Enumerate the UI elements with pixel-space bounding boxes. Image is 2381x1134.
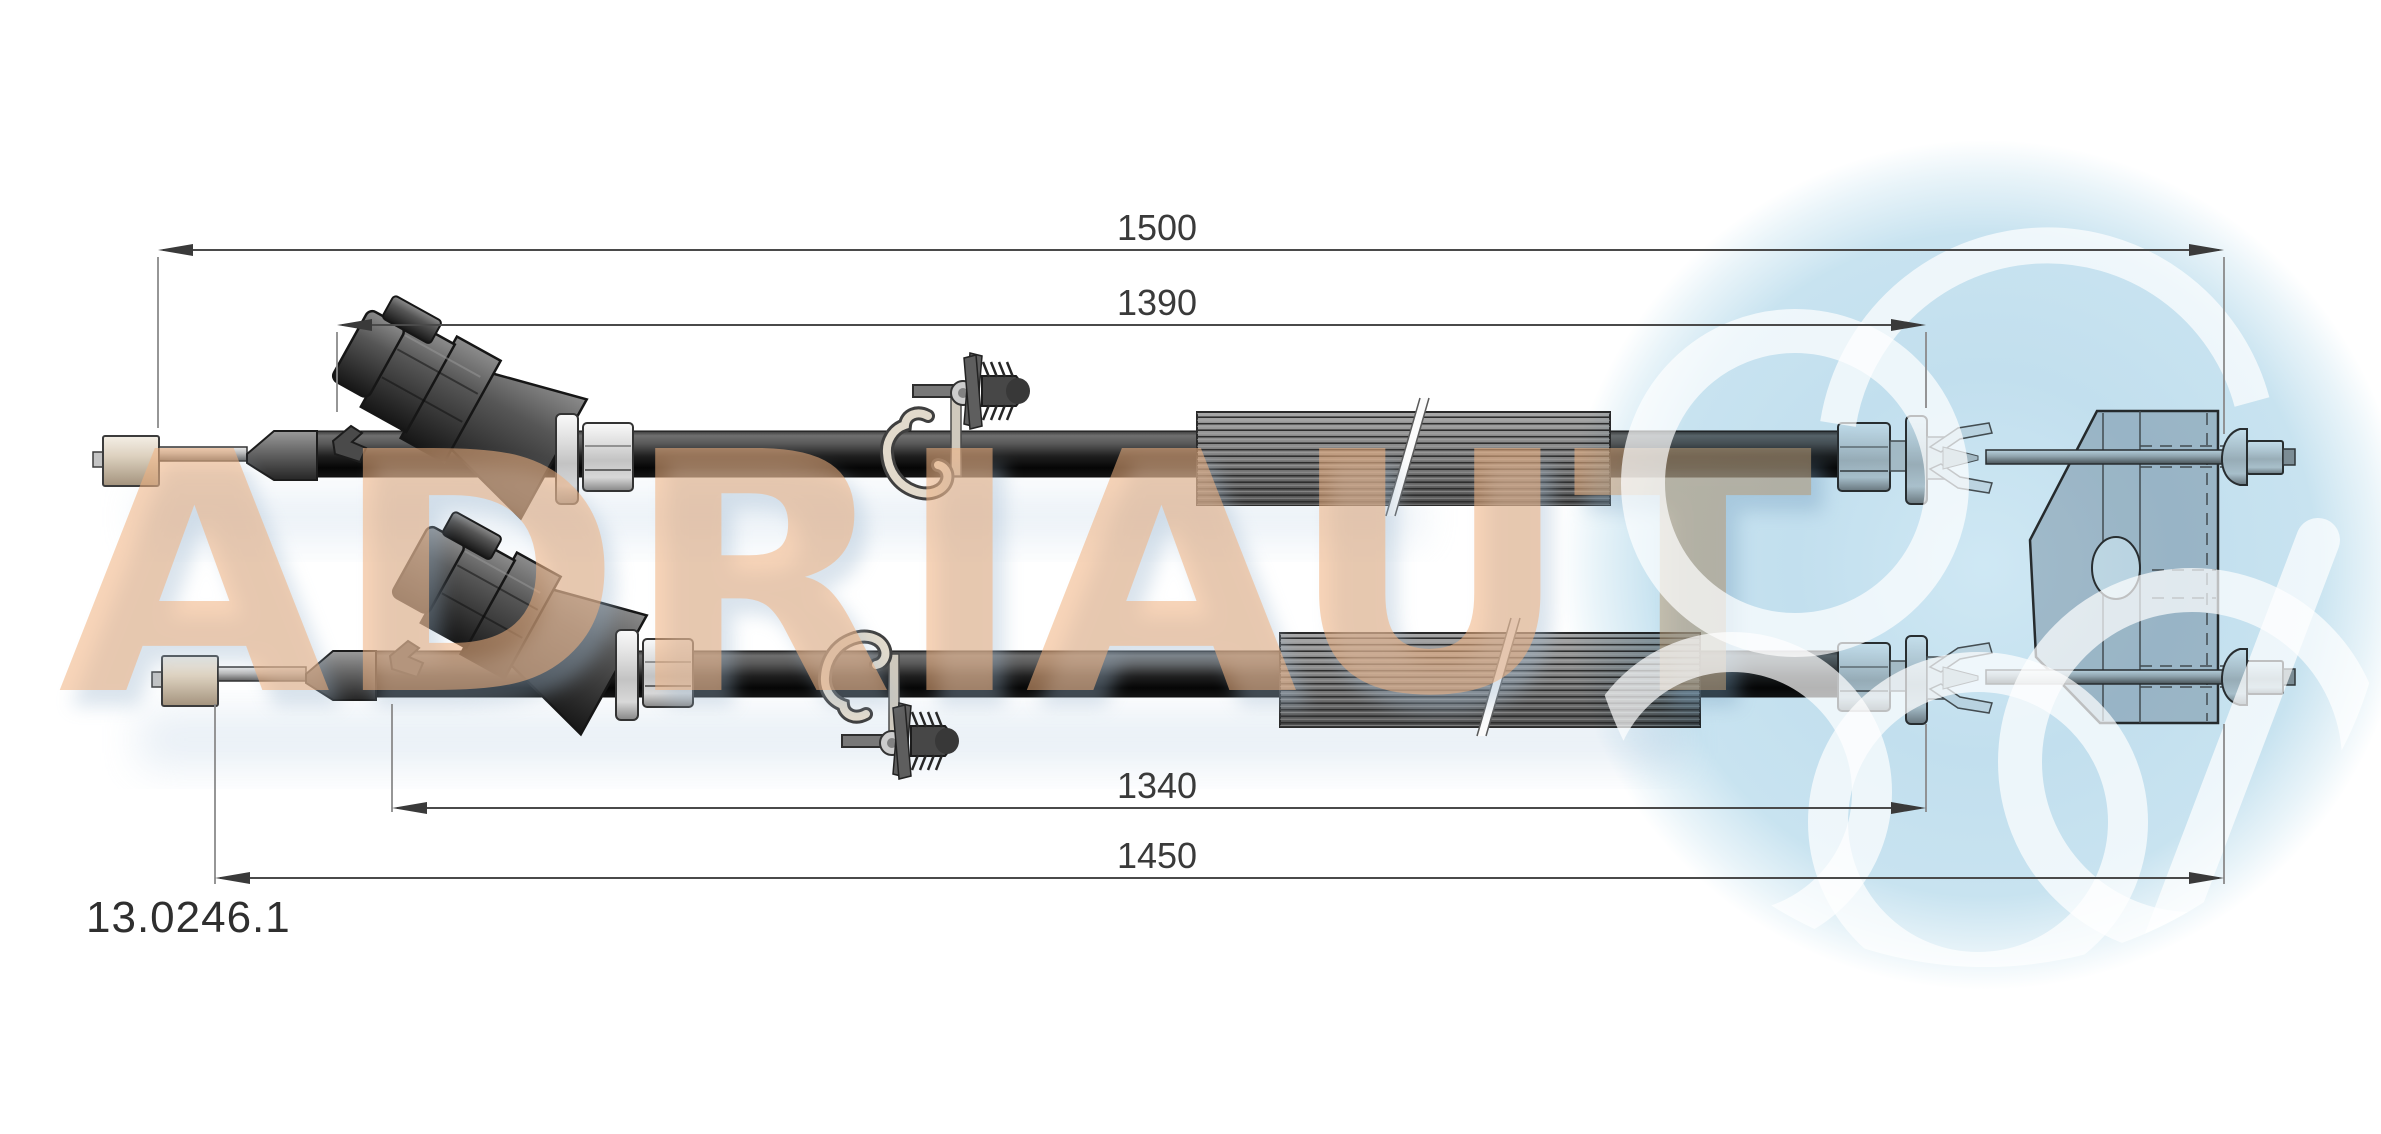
logo-arc-icon [1820,227,2270,427]
logo-tail-icon [2128,518,2340,967]
dimension-label-lower-inner: 1340 [1117,765,1197,806]
logo-ring-icon [1621,309,1969,657]
dimension-arrows [158,244,2224,884]
dimension-label-upper-inner: 1390 [1117,282,1197,323]
brand-watermark-text: ADRIAUT [58,383,1815,769]
upper-corrugated-sleeve [1196,397,1611,517]
dimension-label-lower-total: 1450 [1117,835,1197,876]
part-number: 13.0246.1 [86,893,291,942]
brand-watermark: ADRIAUT ADRIAUT [58,383,1827,785]
extension-lines [157,257,2225,884]
dimension-annotations: 1500 1390 1340 1450 [157,207,2225,884]
dimension-label-upper-total: 1500 [1117,207,1197,248]
dimension-lines [163,249,2219,879]
logo-ring-icon [1808,652,2148,967]
brand-watermark-shadow: ADRIAUT [70,399,1827,785]
